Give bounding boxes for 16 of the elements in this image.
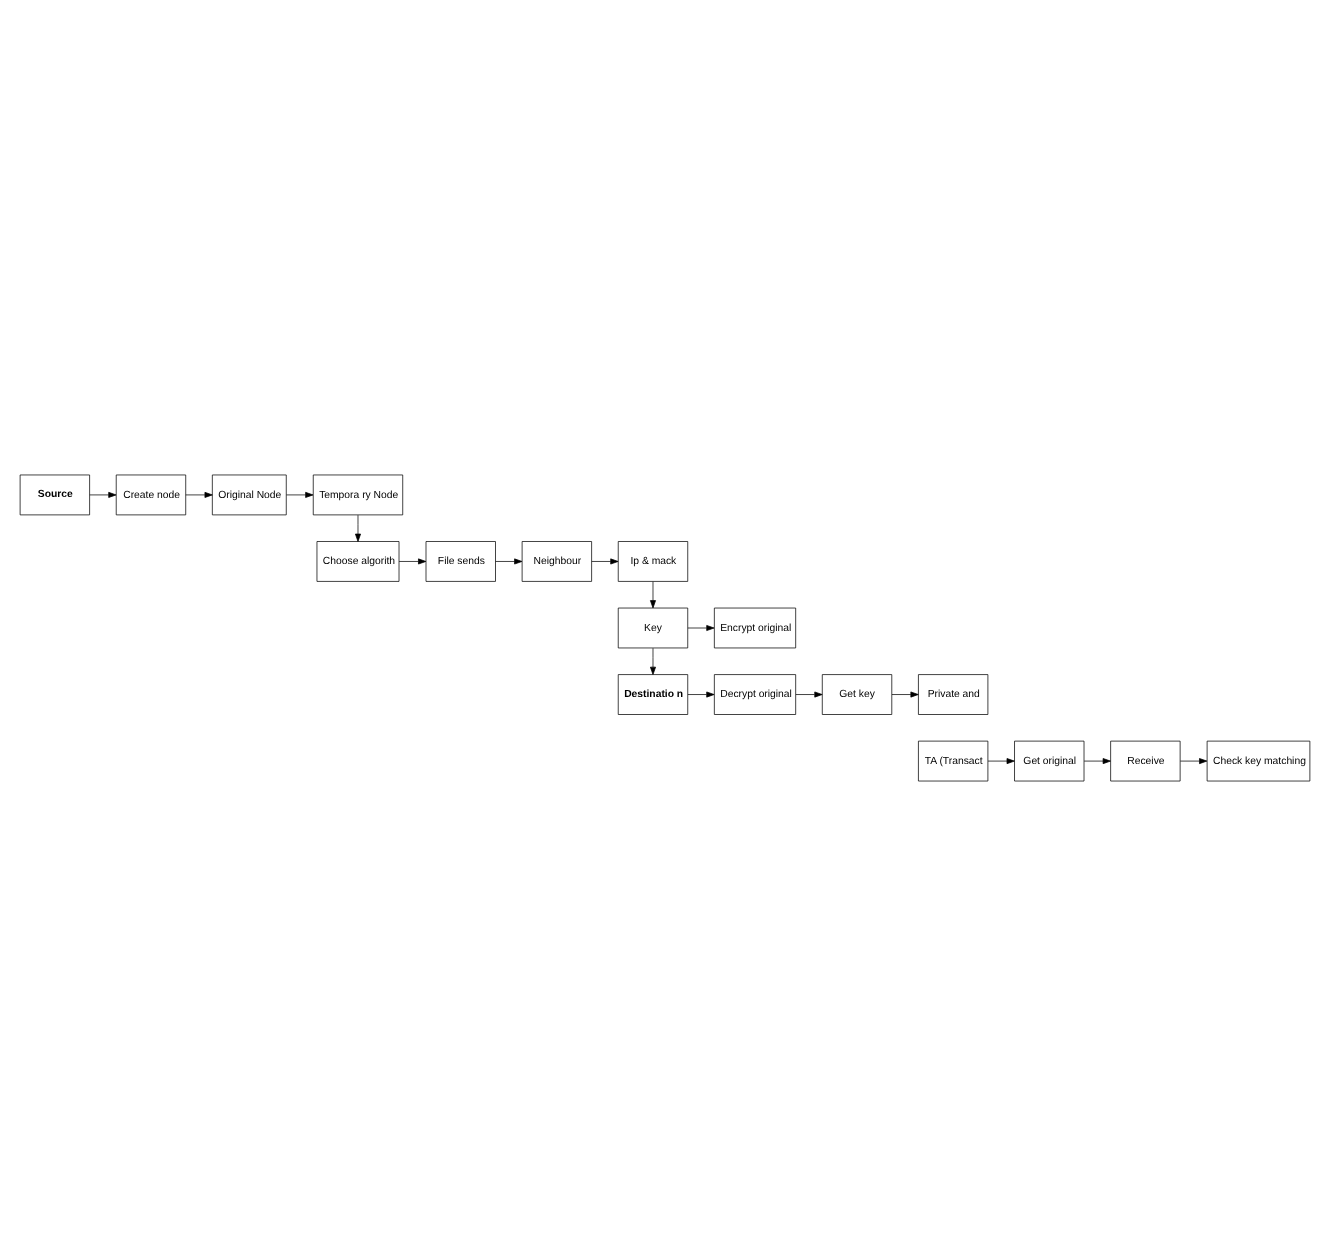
arrow [687, 691, 715, 698]
arrow [89, 491, 117, 498]
arrow [1083, 758, 1111, 765]
arrow [650, 647, 656, 675]
arrow [650, 581, 656, 609]
arrow [891, 691, 919, 698]
arrow [1179, 758, 1208, 765]
arrow [286, 491, 314, 498]
arrow [591, 558, 619, 565]
arrow [398, 558, 427, 565]
arrow [795, 691, 823, 698]
arrow [355, 514, 361, 542]
arrow [987, 758, 1015, 765]
arrow [495, 558, 523, 565]
arrow [185, 491, 213, 498]
arrow [687, 625, 715, 631]
